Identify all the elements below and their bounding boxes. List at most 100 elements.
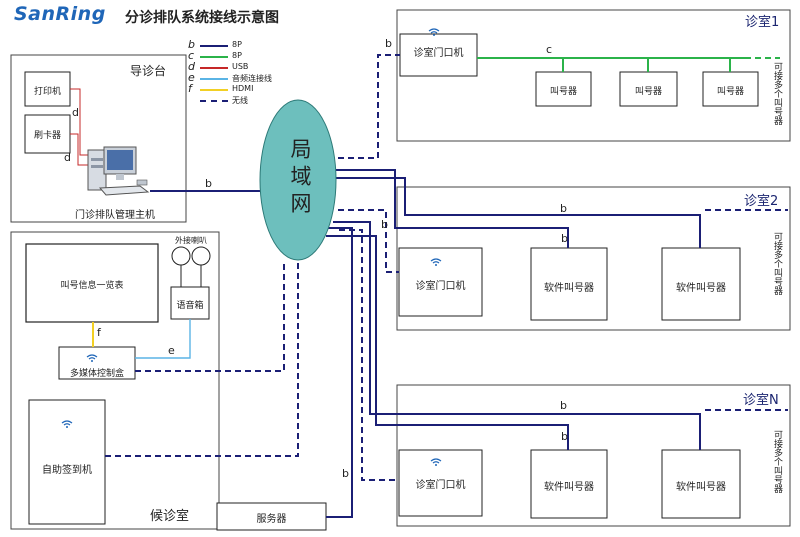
roomN-door-wireless (339, 229, 399, 481)
guide-desk-zone (10, 54, 187, 223)
legend-item: b 8P (188, 38, 308, 51)
legend-text: 无线 (232, 96, 248, 105)
room1-caller-2-box[interactable] (619, 71, 678, 107)
media-box-wireless (135, 260, 285, 372)
room1-door-terminal-label: 诊室门口机 (413, 48, 464, 59)
roomN-door-terminal-box[interactable] (398, 449, 483, 517)
room2-soft-caller-2-box[interactable] (661, 247, 741, 321)
legend-line (200, 89, 228, 91)
legend-line (200, 100, 228, 102)
wifi-icon (61, 420, 73, 428)
legend-line (200, 67, 228, 69)
room2-note: 可接多个叫号器 (772, 232, 782, 295)
legend-key: e (188, 71, 195, 84)
line-label-b-lan: b (381, 218, 388, 231)
media-box-box[interactable] (58, 346, 136, 380)
line-label-b-roomN-top: b (560, 399, 567, 412)
lan-roomN-caller1 (326, 235, 569, 450)
room1-caller-1-label: 叫号器 (549, 87, 577, 97)
room1-caller-3-label: 叫号器 (716, 87, 744, 97)
room2-soft-caller-1-label: 软件叫号器 (544, 283, 594, 294)
lan-room2-caller2 (336, 177, 701, 248)
legend-line (200, 56, 228, 58)
room1-title: 诊室1 (745, 15, 780, 30)
legend-line (200, 78, 228, 80)
room1-caller-3-box[interactable] (702, 71, 759, 107)
kiosk-wireless (105, 245, 299, 457)
room1-door-terminal-box[interactable] (399, 33, 478, 77)
line-label-b-room2-top: b (560, 202, 567, 215)
server-box[interactable] (216, 502, 327, 531)
sound-box-label: 语音箱 (176, 301, 204, 311)
sound-box-box[interactable] (170, 286, 210, 320)
card-reader-label: 刷卡器 (33, 131, 61, 141)
lan-cloud (259, 99, 337, 261)
room1-zone (396, 9, 791, 142)
legend-key: b (188, 38, 195, 51)
host-computer[interactable] (87, 146, 150, 196)
room1-door-wireless (338, 54, 400, 159)
guide-desk-label: 导诊台 (130, 64, 167, 78)
line-label-b-server: b (342, 467, 349, 480)
roomN-title: 诊室N (743, 393, 779, 408)
lan-label: 局域网 (288, 138, 312, 219)
room1-caller-2-label: 叫号器 (634, 87, 662, 97)
line-label-e: e (168, 344, 175, 357)
roomN-zone (396, 384, 791, 527)
legend-text: 音频连接线 (232, 74, 272, 83)
host-label: 门诊排队管理主机 (75, 210, 155, 221)
room2-door-terminal-label: 诊室门口机 (415, 281, 466, 292)
legend-text: HDMI (232, 84, 254, 93)
legend-item: 无线 (188, 95, 308, 106)
waiting-room-label: 候诊室 (150, 509, 190, 524)
line-label-b-room1: b (385, 37, 392, 50)
usb-printer-line (70, 88, 88, 156)
audio-line (135, 319, 191, 359)
page-title: 分诊排队系统接线示意图 (125, 10, 279, 26)
wifi-icon (430, 458, 442, 466)
legend-text: 8P (232, 51, 242, 60)
speaker-left (171, 246, 191, 266)
wifi-icon (428, 28, 440, 36)
lan-roomN-caller2 (333, 221, 701, 450)
room2-door-terminal-box[interactable] (398, 247, 483, 317)
room2-zone (396, 186, 791, 331)
roomN-soft-caller-2-label: 软件叫号器 (676, 482, 726, 493)
roomN-soft-caller-1-label: 软件叫号器 (544, 482, 594, 493)
queue-display-box[interactable] (25, 243, 159, 323)
printer-label: 打印机 (33, 87, 61, 97)
room1-caller-1-box[interactable] (535, 71, 592, 107)
server-lan-line (318, 227, 353, 518)
room2-title: 诊室2 (744, 194, 779, 209)
line-label-b-room2-drop: b (561, 232, 568, 245)
line-label-d-printer: d (72, 106, 79, 119)
room2-soft-caller-2-label: 软件叫号器 (676, 283, 726, 294)
legend-text: USB (232, 62, 249, 71)
room2-soft-caller-1-box[interactable] (530, 247, 608, 321)
room2-door-wireless (338, 209, 399, 273)
legend-line (200, 45, 228, 47)
roomN-note: 可接多个叫号器 (772, 430, 782, 493)
line-label-f: f (97, 326, 101, 339)
wifi-icon (430, 258, 442, 266)
legend-item: e 音频连接线 (188, 71, 308, 84)
roomN-soft-caller-2-box[interactable] (661, 449, 741, 519)
waiting-room-zone (10, 231, 220, 530)
lan-room2-caller1 (330, 169, 569, 248)
card-reader-box[interactable] (24, 114, 71, 154)
line-label-c-room1: c (546, 43, 553, 56)
line-label-b-roomN-drop: b (561, 430, 568, 443)
legend-text: 8P (232, 40, 242, 49)
kiosk-label: 自助签到机 (42, 465, 92, 476)
media-box-label: 多媒体控制盒 (69, 369, 124, 379)
brand-logo: SanRing (14, 3, 106, 25)
speaker-right (191, 246, 211, 266)
roomN-soft-caller-1-box[interactable] (530, 449, 608, 519)
line-label-d-reader: d (64, 151, 71, 164)
wifi-icon (86, 354, 98, 362)
